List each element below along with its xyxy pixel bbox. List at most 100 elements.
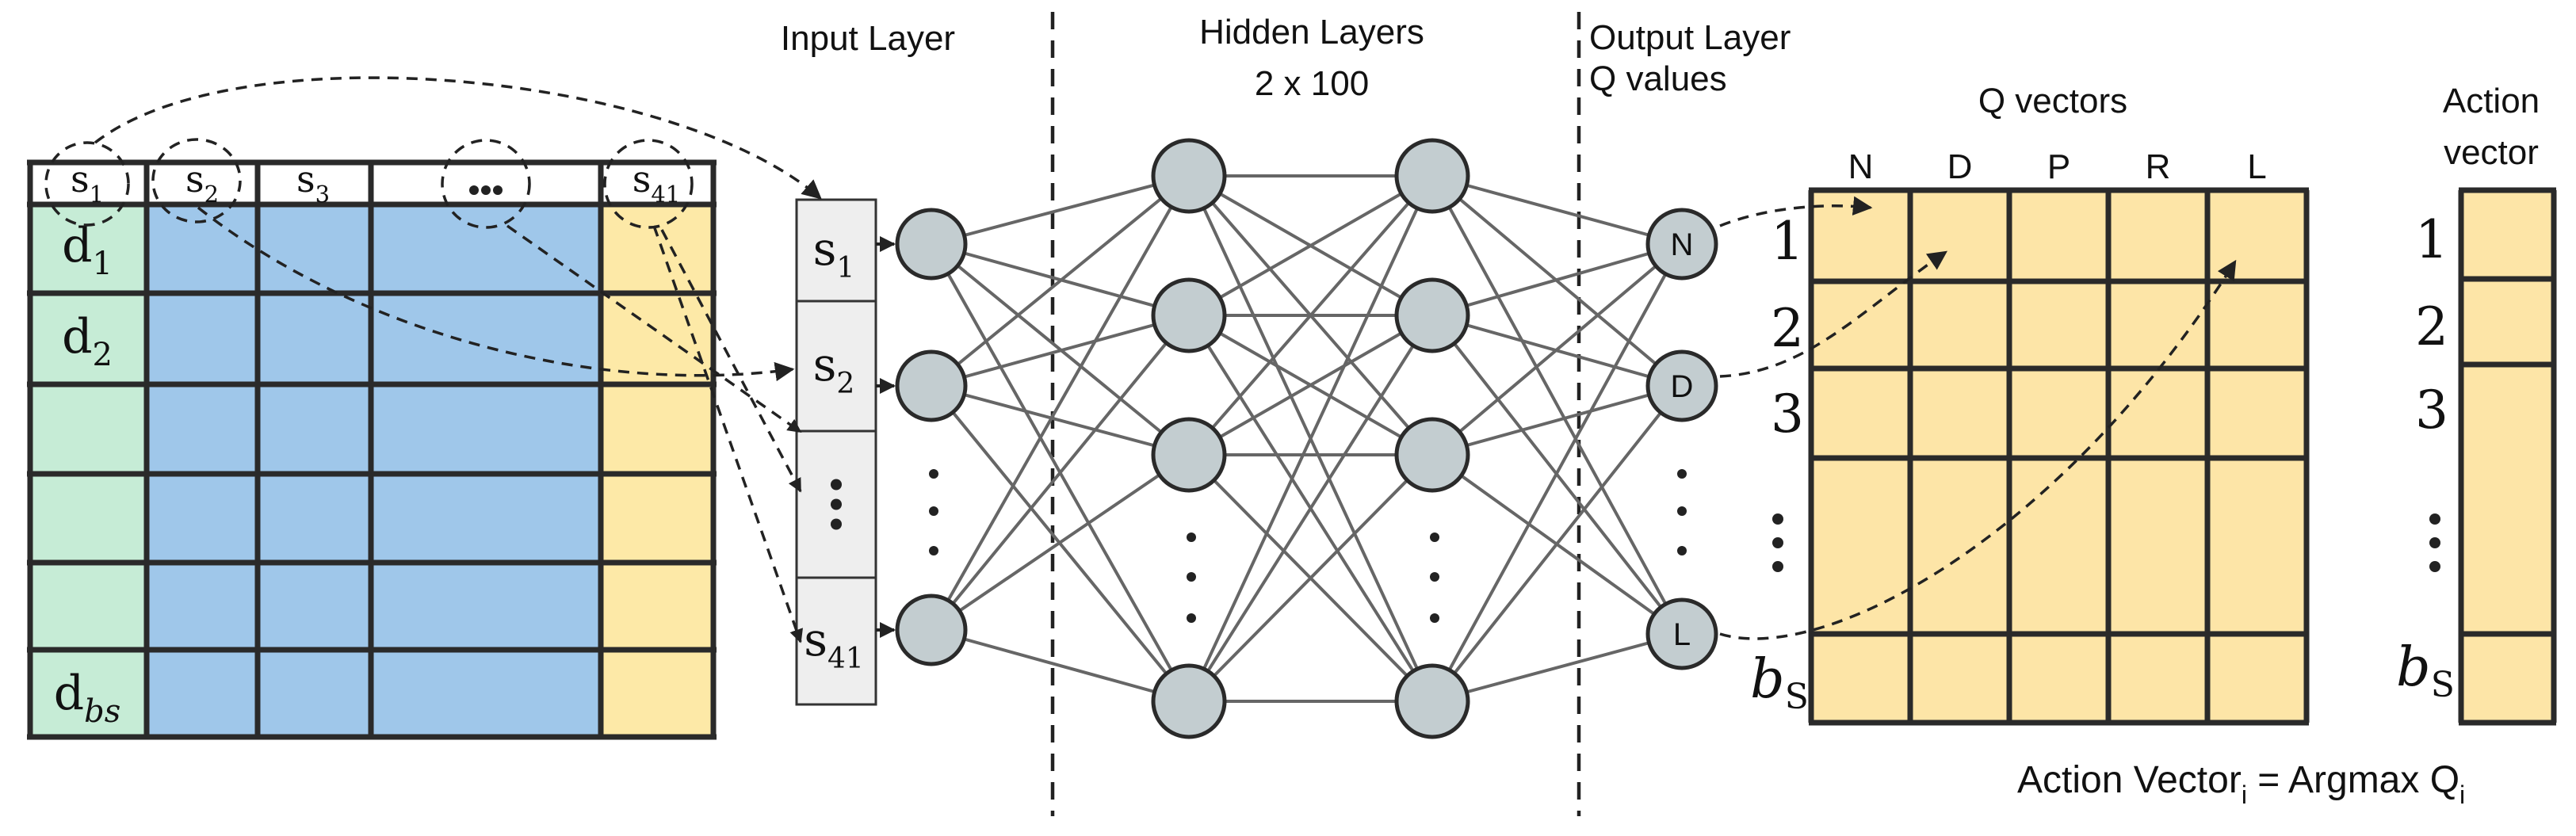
action-row-ellipsis-dot <box>2429 513 2440 525</box>
input-node <box>895 349 968 422</box>
table-header-s2-base: s <box>185 158 204 200</box>
highlight-circle-s41 <box>603 139 694 229</box>
network-edge <box>1431 384 1683 456</box>
network-edge <box>931 174 1190 246</box>
action-row-ellipsis-dot <box>2429 537 2440 548</box>
network-edge <box>1188 314 1433 456</box>
network-edge <box>930 314 1191 632</box>
table-header-ellipsis-dot <box>481 185 491 195</box>
q-row-label-bs: bS <box>1750 648 1809 717</box>
action-row-label-bs: bS <box>2396 636 2455 705</box>
action-row-label-bs-sub: S <box>2431 665 2455 705</box>
output-layer-title: Output Layer <box>1589 18 1791 57</box>
table-header-s3-sub: 3 <box>315 181 330 208</box>
row-label-base: d <box>62 218 92 273</box>
action-row-label: 3 <box>2415 380 2448 441</box>
action-vector-title: Action <box>2443 82 2540 120</box>
input-ellipsis-dot <box>831 498 842 510</box>
input-cell-s2-base: s <box>813 338 837 391</box>
output-node-label: L <box>1673 617 1691 652</box>
table-header-s41-sub: 41 <box>651 181 680 208</box>
network-edge <box>1431 243 1684 702</box>
input-node <box>895 594 968 666</box>
layer-ellipsis-dot <box>1677 506 1687 516</box>
arrow-L-to-q <box>1719 259 2237 640</box>
input-ellipsis-dot <box>831 479 842 491</box>
formula-rhs-subscript: i <box>2459 781 2465 809</box>
hidden-node-layer2 <box>1394 138 1470 214</box>
arrow-s2-to-input <box>197 206 795 382</box>
ellipsis-dots <box>929 469 1687 623</box>
row-label-base: d <box>62 309 92 365</box>
action-row-label: 2 <box>2415 296 2448 357</box>
hidden-node-layer1 <box>1151 417 1227 493</box>
input-cell-s1-sub: 1 <box>836 252 854 284</box>
network-edge <box>1187 175 1434 702</box>
row-label-base: d <box>54 666 84 721</box>
row-label-sub: 1 <box>92 246 112 282</box>
table-header-s1-sub: 1 <box>90 181 104 208</box>
q-row-label-bs-base: b <box>1750 648 1785 711</box>
arrow-ellipsis-to-input <box>506 224 802 433</box>
q-row-ellipsis-dot <box>1772 561 1783 572</box>
output-node <box>1645 597 1718 670</box>
action-row-label-bs-base: b <box>2396 636 2431 699</box>
output-node <box>1645 349 1718 422</box>
highlight-circle-s1 <box>44 141 130 227</box>
network-edge <box>930 453 1191 632</box>
row-label-sub: bs <box>84 693 120 730</box>
q-column-label: R <box>2146 147 2171 186</box>
q-row-label: 1 <box>1771 211 1804 272</box>
table-header-s2: s2 <box>185 158 219 208</box>
q-column-label: N <box>1848 147 1874 186</box>
table-header-s3-base: s <box>296 158 315 200</box>
input-cell-s1-base: s <box>813 222 837 276</box>
q-row-label-bs-sub: S <box>1785 677 1809 717</box>
formula-eq: = Argmax Q <box>2247 759 2459 801</box>
table-header-s41-base: s <box>633 158 652 200</box>
action-row-ellipsis-dot <box>2429 561 2440 572</box>
table-header-s2-sub: 2 <box>204 181 219 208</box>
layer-ellipsis-dot <box>1677 469 1687 479</box>
network-edge <box>930 175 1191 631</box>
arrow-s41-to-input-a <box>652 225 804 643</box>
hidden-node-layer2 <box>1394 663 1470 739</box>
svg-text:Action Vectori = Argmax Qi: Action Vectori = Argmax Qi <box>2017 759 2465 809</box>
hidden-layers-title: Hidden Layers <box>1199 13 1424 52</box>
network-edge <box>1431 384 1684 703</box>
network-edge <box>1431 632 1683 703</box>
input-cell-s41-sub: 41 <box>827 643 864 675</box>
layer-ellipsis-dot <box>1677 546 1687 555</box>
argmax-formula: Action Vectori = Argmax Qi <box>2017 759 2465 809</box>
table-header-s1-base: s <box>71 158 90 200</box>
input-cell <box>795 576 877 706</box>
input-cell-s1: s1 <box>813 222 855 284</box>
action-vector-title-line2: vector <box>2444 133 2539 172</box>
network-edge <box>1188 174 1433 317</box>
table-header-s1: s1 <box>71 158 104 208</box>
highlight-circle-s2 <box>151 138 242 223</box>
input-cell-s2: s2 <box>813 338 855 400</box>
action-vector-fill <box>2461 190 2554 723</box>
arrow-N-to-q <box>1719 196 1873 227</box>
network-edge <box>1187 174 1434 456</box>
hidden-layers-size: 2 x 100 <box>1255 64 1369 103</box>
action-row-label: 1 <box>2415 209 2448 270</box>
q-row-ellipsis-dot <box>1772 513 1783 525</box>
table-row-label-dbs: dbs <box>54 666 121 730</box>
highlight-circle-ellipsis <box>441 139 531 229</box>
hidden-node-layer2 <box>1394 277 1470 353</box>
table-row-label-d1: d1 <box>62 218 113 282</box>
output-node-label: N <box>1671 227 1694 262</box>
q-column-label: P <box>2047 147 2070 186</box>
arrow-D-to-q <box>1719 250 1948 378</box>
network-edges <box>876 174 1684 703</box>
q-column-label: L <box>2247 147 2266 186</box>
network-edge <box>1431 242 1684 456</box>
network-edge <box>1431 175 1684 635</box>
input-cell-s41: s41 <box>804 613 864 675</box>
